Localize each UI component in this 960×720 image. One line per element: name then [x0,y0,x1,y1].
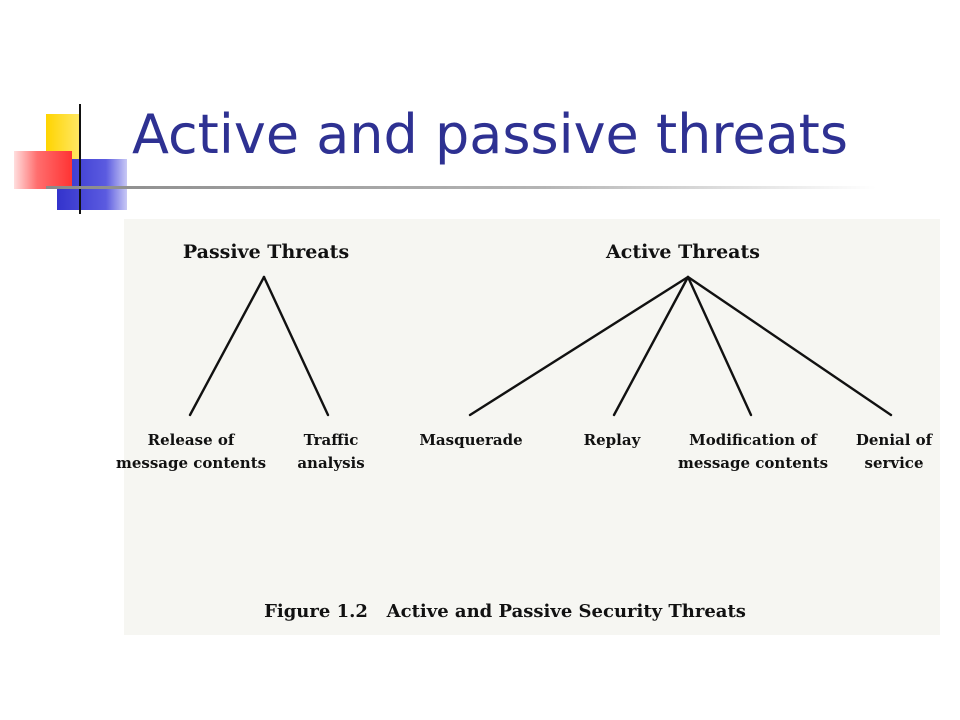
leaf-line-1: Modification of [689,431,817,449]
leaf-release-of-message-contents: Release of message contents [116,429,266,475]
edge-passive-traffic [262,275,330,417]
title-underline [46,186,876,189]
leaf-traffic-analysis: Traffic analysis [256,429,406,475]
edge-active-masquerade [468,275,690,417]
leaf-line-1: Replay [583,431,641,449]
leaf-denial-of-service: Denial of service [819,429,960,475]
leaf-line-2: analysis [297,454,365,472]
threat-taxonomy-figure: Passive Threats Active Threats Release o… [116,219,940,635]
figure-caption: Figure 1.2 Active and Passive Security T… [264,601,746,622]
leaf-line-2: message contents [116,454,267,472]
edge-active-modification [686,275,753,417]
leaf-modification-of-message-contents: Modification of message contents [678,429,828,475]
leaf-line-2: service [864,454,924,472]
leaf-line-1: Masquerade [419,431,523,449]
edge-active-denial [686,275,893,417]
tree-connectors [188,275,893,417]
deco-red-block [14,151,72,189]
leaf-line-2: message contents [678,454,829,472]
leaf-masquerade: Masquerade [396,429,546,452]
active-threats-heading: Active Threats [606,241,760,263]
leaf-line-1: Denial of [855,431,933,449]
slide-title: Active and passive threats [132,103,848,166]
leaf-line-1: Release of [147,431,235,449]
edge-passive-release [188,275,266,417]
leaf-replay: Replay [537,429,687,452]
edge-active-replay [612,275,690,417]
leaf-line-1: Traffic [303,431,359,449]
passive-threats-heading: Passive Threats [182,241,350,263]
